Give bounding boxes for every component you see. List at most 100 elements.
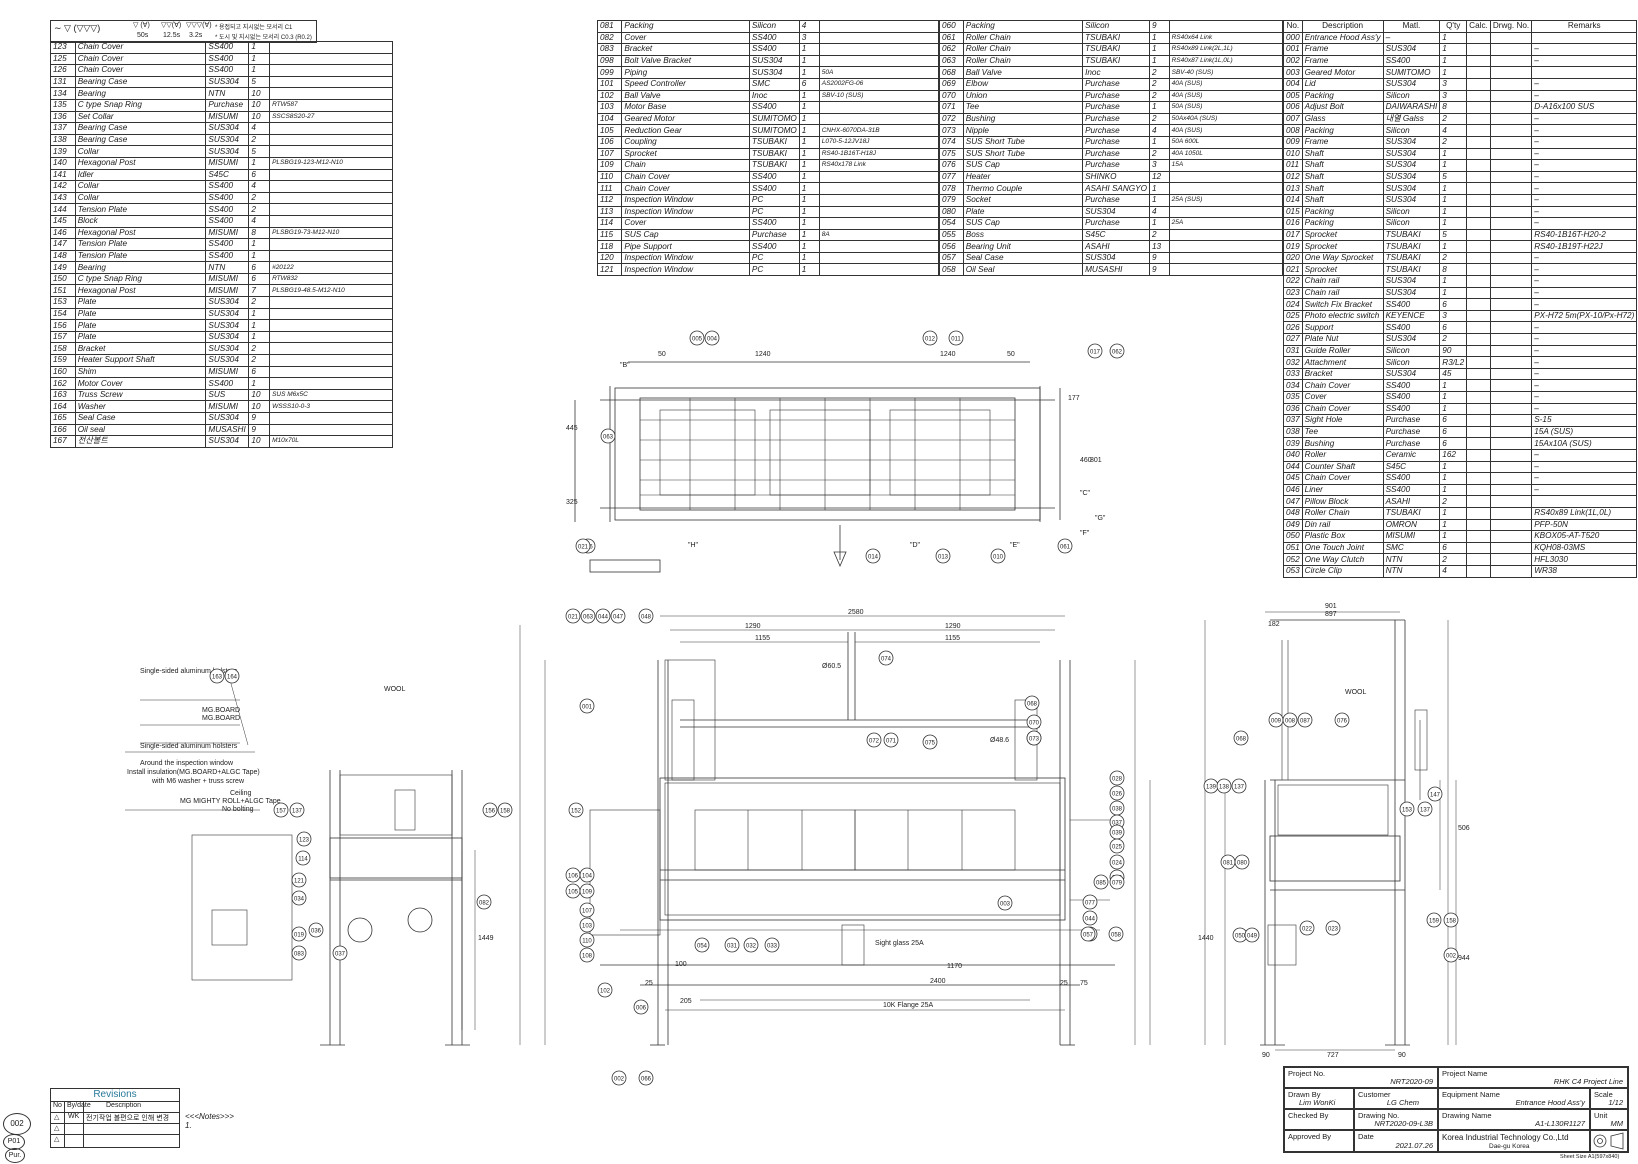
callout-circle: [579, 932, 595, 948]
tb-checked-by-label: Checked By: [1288, 1111, 1329, 1120]
callout-label: 023: [1328, 926, 1339, 932]
bom-cell: Bearing Case: [74, 133, 207, 147]
callout-circle: [575, 538, 591, 554]
bom-cell: SUS Short Tube: [962, 147, 1084, 161]
bom-cell: 4: [1439, 124, 1468, 137]
callout-bubbles: 0050040120110170620631160210140130100610…: [209, 330, 1459, 1086]
bom-cell: [1489, 124, 1533, 137]
bom-cell: –: [1531, 217, 1638, 230]
left-note-1: Around the inspection window: [140, 760, 234, 767]
bom-cell: TSUBAKI: [748, 135, 800, 149]
left-side-view: [125, 679, 476, 1046]
left-label-wool: WOOL: [384, 686, 405, 693]
bom-cell: 115: [596, 228, 623, 242]
front-dim-25-a: 25: [645, 980, 653, 987]
bom-cell: [1168, 228, 1284, 242]
callout-circle: [497, 802, 513, 818]
right-dim-90-b: 90: [1398, 1052, 1406, 1059]
callout-label: 032: [746, 943, 757, 949]
bom-cell: 1: [1439, 66, 1468, 79]
bom-cell: SS400: [748, 240, 800, 253]
projection-symbol-icon: [1593, 1132, 1624, 1150]
bom-cell: NTN: [1382, 553, 1441, 566]
callout-circle: [476, 894, 492, 910]
finish-note-2: * 도시 및 지시없는 모서리 C0.3 (R0.2): [215, 35, 312, 41]
front-dim-2400: 2400: [930, 978, 946, 985]
callout-label: 003: [1000, 901, 1011, 907]
callout-label: 157: [276, 808, 287, 814]
callout-label: 011: [951, 336, 961, 342]
bom-cell: TSUBAKI: [748, 159, 800, 172]
tb-drawing-no: NRT2020-09-L3B: [1374, 1119, 1433, 1128]
bom-cell: 083: [596, 43, 623, 56]
front-dim-1290-b: 1290: [945, 623, 961, 630]
callout-circle: [1026, 714, 1042, 730]
bom-cell: [1489, 217, 1533, 230]
bom-cell: SUS304: [1382, 193, 1441, 207]
bom-cell: [1489, 159, 1533, 172]
left-note-5: MG MIGHTY ROLL+ALGC Tape: [180, 798, 281, 805]
front-label-flange: 10K Flange 25A: [883, 1002, 934, 1009]
callout-label: 028: [1112, 776, 1123, 782]
bom-cell: 1: [1439, 31, 1468, 45]
callout-circle: [948, 330, 964, 346]
bom-cell: SUS304: [205, 354, 250, 367]
bom-cell: –: [1531, 159, 1638, 172]
tb-project-no-label: Project No.: [1288, 1069, 1326, 1078]
bom-cell: KQH08-03MS: [1531, 541, 1638, 555]
tb-project-name-cell: Project Name RHK C4 Project Line: [1438, 1067, 1628, 1088]
callout-label: 102: [600, 988, 611, 994]
callout-circle: [1282, 712, 1298, 728]
callout-label: 037: [335, 951, 346, 957]
bom-cell: [1489, 193, 1533, 207]
bom-cell: TSUBAKI: [1382, 228, 1441, 242]
tb-company-cell: Korea Industrial Technology Co.,Ltd Dae-…: [1438, 1130, 1590, 1152]
bom-cell: 052: [1283, 553, 1303, 566]
callout-label: 008: [1285, 718, 1296, 724]
callout-label: 075: [925, 740, 936, 746]
bom-cell: 082: [596, 31, 623, 45]
callout-label: 022: [1302, 926, 1313, 932]
bom-cell: MISUMI: [205, 365, 250, 379]
callout-label: 044: [598, 614, 609, 620]
callout-circle: [1080, 926, 1096, 942]
right-dim-1440: 1440: [1198, 935, 1214, 942]
bom-cell: 010: [1283, 147, 1303, 161]
callout-circle: [308, 922, 324, 938]
bom-cell: SUS304: [1382, 170, 1441, 184]
callout-label: 070: [1029, 720, 1040, 726]
finish-symbol-3: ▽▽▽(∀): [186, 22, 212, 29]
tb-project-name-label: Project Name: [1442, 1069, 1488, 1078]
callout-circle: [883, 732, 899, 748]
callout-label: 014: [868, 554, 879, 560]
callout-label: 079: [1112, 880, 1123, 886]
callout-label: 048: [641, 614, 652, 620]
tb-date-cell: Date 2021.07.26: [1354, 1130, 1438, 1152]
bom-cell: [818, 205, 940, 219]
bom-cell: Packing: [1301, 124, 1384, 137]
bom-cell: 162: [1439, 448, 1468, 462]
bom-cell: [269, 238, 393, 251]
bom-cell: 109: [596, 159, 623, 172]
tb-project-no-cell: Project No. NRT2020-09: [1284, 1067, 1438, 1088]
bom-cell: –: [1531, 147, 1638, 161]
plan-dim-right-7: 801: [1090, 457, 1102, 464]
plan-section-h: "H": [688, 542, 699, 549]
bom-cell: –: [1531, 193, 1638, 207]
bom-cell: Shaft: [1301, 193, 1384, 207]
